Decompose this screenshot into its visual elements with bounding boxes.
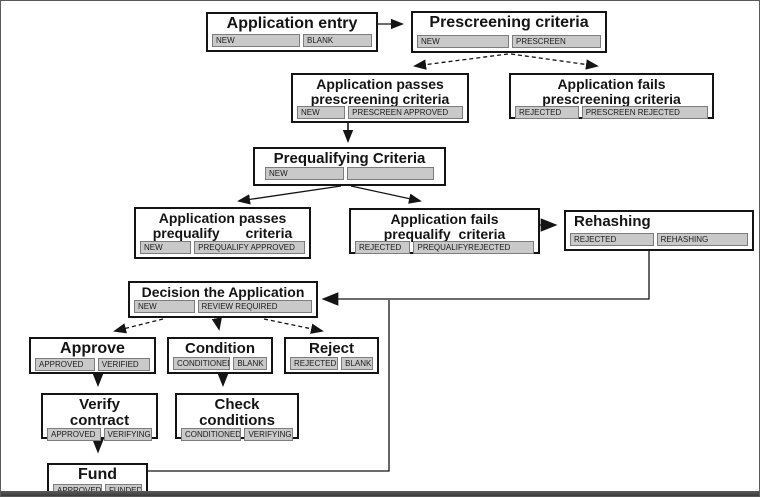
status-cell-left: REJECTED bbox=[290, 356, 339, 370]
node-title: Application passes prequalify criteria bbox=[152, 210, 293, 241]
status-cells: CONDITIONED BLANK bbox=[169, 356, 271, 373]
node-reject[interactable]: Reject REJECTED BLANK bbox=[284, 337, 379, 374]
status-cell-left: NEW bbox=[140, 241, 192, 254]
node-prequalifying-criteria[interactable]: Prequalifying Criteria NEW bbox=[253, 147, 446, 186]
node-title: Prescreening criteria bbox=[429, 14, 589, 31]
status-cells: NEW PRESCREEN APPROVED bbox=[293, 106, 467, 122]
node-check-conditions[interactable]: Check conditions CONDITIONED VERIFYING bbox=[175, 393, 299, 442]
node-verify-contract[interactable]: Verify contract APPROVED VERIFYING bbox=[41, 393, 158, 442]
status-cell-left: REJECTED bbox=[570, 233, 654, 246]
status-cells: REJECTED REHASHING bbox=[566, 233, 752, 249]
status-cell-right: BLANK bbox=[303, 34, 372, 47]
bottom-border-bar bbox=[1, 491, 759, 496]
edge-decision-to-condition bbox=[211, 317, 222, 331]
node-application-fails-prequalify[interactable]: Application fails prequalify criteria RE… bbox=[349, 208, 540, 257]
node-title: Fund bbox=[77, 466, 118, 483]
node-title: Application passes prescreening criteria bbox=[310, 76, 450, 107]
node-title: Application fails prequalify criteria bbox=[383, 211, 506, 242]
status-cells: NEW PREQUALIFY APPROVED bbox=[136, 241, 309, 257]
edge-prequalifying-to-fail bbox=[350, 185, 422, 204]
status-cell-right: PREQUALIFY APPROVED bbox=[194, 241, 305, 254]
node-title: Verify contract bbox=[69, 396, 130, 429]
status-cells: REJECTED BLANK bbox=[286, 356, 377, 373]
status-cell-right: VERIFIED bbox=[97, 357, 150, 371]
edge-prescreening-to-fail bbox=[510, 53, 599, 70]
node-title: Rehashing bbox=[574, 213, 651, 230]
status-cell-left: CONDITIONED bbox=[173, 356, 231, 370]
status-cell-right: VERIFYING bbox=[103, 428, 152, 442]
status-cells: NEW PRESCREEN bbox=[413, 35, 605, 51]
status-cells: NEW REVIEW REQUIRED bbox=[130, 300, 316, 316]
edge-prequalifying-to-pass bbox=[237, 185, 342, 205]
status-cell-left: NEW bbox=[212, 34, 300, 47]
status-cell-right: PRESCREEN bbox=[512, 35, 601, 48]
node-decision-the-application[interactable]: Decision the Application NEW REVIEW REQU… bbox=[128, 281, 318, 318]
node-title: Check conditions bbox=[199, 396, 275, 429]
status-cell-left: REJECTED bbox=[355, 241, 411, 255]
node-title: Reject bbox=[308, 340, 355, 357]
node-condition[interactable]: Condition CONDITIONED BLANK bbox=[167, 337, 273, 374]
edge-rehashing-to-decision bbox=[321, 251, 650, 306]
status-cell-right: PRESCREEN APPROVED bbox=[348, 106, 463, 120]
edge-fund-loop-to-decision bbox=[148, 300, 390, 472]
status-cells: APPROVED VERIFIED bbox=[31, 357, 154, 374]
node-application-fails-prescreening[interactable]: Application fails prescreening criteria … bbox=[509, 73, 714, 122]
status-cells: REJECTED PRESCREEN REJECTED bbox=[511, 106, 712, 122]
node-application-entry[interactable]: Application entry NEW BLANK bbox=[206, 12, 378, 52]
status-cells: NEW bbox=[255, 167, 444, 184]
status-cell-right bbox=[347, 167, 434, 180]
status-cell-right: BLANK bbox=[233, 356, 267, 370]
node-title: Approve bbox=[60, 340, 125, 357]
status-cell-left: CONDITIONED bbox=[181, 428, 242, 442]
node-prescreening-criteria[interactable]: Prescreening criteria NEW PRESCREEN bbox=[411, 11, 607, 53]
node-title: Application entry bbox=[226, 15, 358, 32]
node-rehashing[interactable]: Rehashing REJECTED REHASHING bbox=[564, 210, 754, 251]
status-cell-left: APPROVED bbox=[47, 428, 101, 442]
node-title: Application fails prescreening criteria bbox=[542, 76, 681, 107]
node-title: Decision the Application bbox=[141, 284, 305, 300]
status-cell-left: NEW bbox=[134, 300, 195, 313]
status-cell-left: NEW bbox=[265, 167, 345, 180]
status-cell-right: BLANK bbox=[341, 356, 373, 370]
status-cell-right: VERIFYING bbox=[244, 428, 293, 442]
status-cell-right: REVIEW REQUIRED bbox=[197, 300, 312, 313]
node-application-passes-prequalify[interactable]: Application passes prequalify criteria N… bbox=[134, 207, 311, 259]
node-title: Condition bbox=[185, 340, 255, 357]
node-approve[interactable]: Approve APPROVED VERIFIED bbox=[29, 337, 156, 374]
status-cells: REJECTED PREQUALIFYREJECTED bbox=[351, 241, 538, 257]
status-cell-left: REJECTED bbox=[515, 106, 579, 120]
edge-decision-to-approve bbox=[113, 318, 164, 334]
node-title: Prequalifying Criteria bbox=[273, 150, 426, 167]
status-cells: CONDITIONED VERIFYING bbox=[177, 428, 297, 444]
edge-decision-to-reject bbox=[263, 318, 324, 334]
status-cell-right: PREQUALIFYREJECTED bbox=[413, 241, 534, 255]
status-cell-right: PRESCREEN REJECTED bbox=[581, 106, 708, 120]
status-cell-right: REHASHING bbox=[656, 233, 748, 246]
status-cell-left: NEW bbox=[297, 106, 346, 120]
status-cell-left: APPROVED bbox=[35, 357, 95, 371]
status-cell-left: NEW bbox=[417, 35, 509, 48]
edge-prescreening-to-pass bbox=[413, 53, 509, 70]
status-cells: NEW BLANK bbox=[208, 34, 376, 50]
status-cells: APPROVED VERIFYING bbox=[43, 428, 156, 444]
node-application-passes-prescreening[interactable]: Application passes prescreening criteria… bbox=[291, 73, 469, 123]
